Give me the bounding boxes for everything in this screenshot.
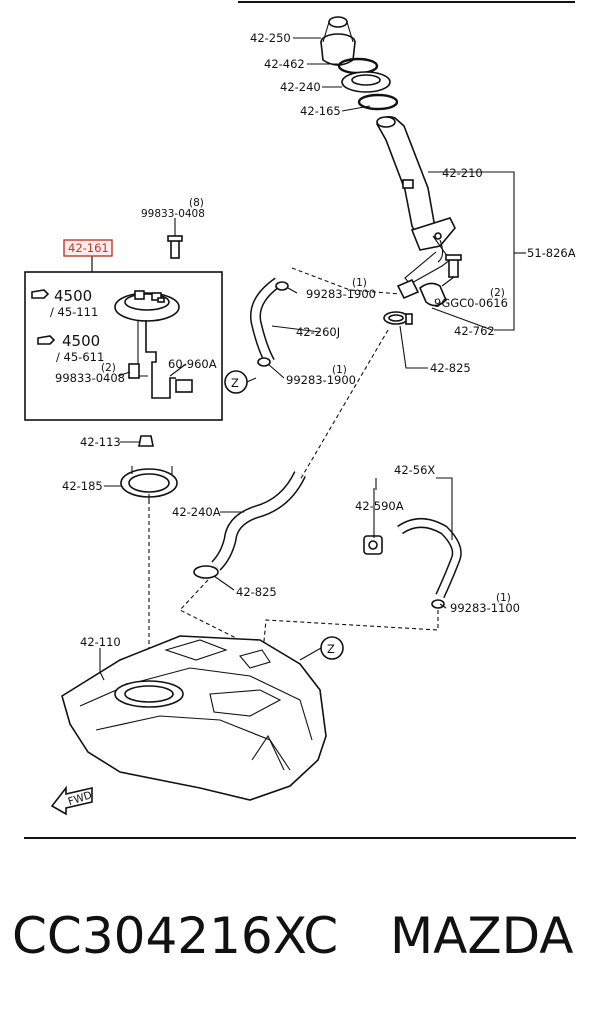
filler-pipe xyxy=(376,116,456,285)
label-42-113: 42-113 xyxy=(80,435,121,449)
filler-ring xyxy=(341,71,391,93)
label-42-762: 42-762 xyxy=(454,324,495,338)
bolt-9ggc0 xyxy=(445,254,462,278)
label-42-260j: 42-260J xyxy=(296,325,340,339)
fuel-pump-module xyxy=(114,290,193,399)
hose-42-240a xyxy=(211,471,306,571)
o-ring-top xyxy=(337,57,379,75)
label-42-240: 42-240 xyxy=(280,80,321,94)
label-42-590a: 42-590A xyxy=(355,499,404,513)
hand-pointer-icon xyxy=(37,335,56,345)
label-ref-4500-a: 4500 xyxy=(54,287,92,305)
label-42-250: 42-250 xyxy=(250,31,291,45)
label-42-462: 42-462 xyxy=(264,57,305,71)
label-99833-0408-low: 99833-0408 xyxy=(55,371,125,385)
label-ref-45-611: / 45-611 xyxy=(56,350,104,364)
hose-42-56x xyxy=(397,518,462,599)
label-51-826a: 51-826A xyxy=(527,246,576,260)
highlight-box-42-161 xyxy=(63,239,113,257)
label-qty-1-c: (1) xyxy=(496,592,511,604)
routing-vent xyxy=(261,610,439,663)
label-qty-8: (8) xyxy=(189,197,204,209)
label-99283-1100: 99283-1100 xyxy=(450,601,520,615)
label-99283-1900-b: 99283-1900 xyxy=(286,373,356,387)
label-99283-1900-a: 99283-1900 xyxy=(306,287,376,301)
label-ref-45-111: / 45-111 xyxy=(50,305,98,319)
leader-lines xyxy=(91,37,493,681)
footer-part-number: CC304216XC xyxy=(12,907,338,965)
hose-42-260j xyxy=(249,277,282,365)
clamp-99283-1900-b xyxy=(257,357,271,367)
label-42-210: 42-210 xyxy=(442,166,483,180)
clamp-99283-1100 xyxy=(431,599,445,609)
fuel-tank xyxy=(61,635,327,801)
breather-tube-end xyxy=(396,278,420,300)
bolt-upper xyxy=(167,235,183,259)
label-42-165: 42-165 xyxy=(300,104,341,118)
fwd-arrow-icon xyxy=(50,785,93,816)
clamp-42-825-b xyxy=(193,565,219,579)
pump-module-frame xyxy=(24,271,223,421)
o-ring-lower xyxy=(357,93,399,111)
label-99833-0408-top: 99833-0408 xyxy=(141,208,205,220)
label-42-56x: 42-56X xyxy=(394,463,435,477)
hand-pointer-icon xyxy=(31,289,50,299)
label-42-110: 42-110 xyxy=(80,635,121,649)
label-z-bottom: Z xyxy=(327,642,335,656)
label-ref-4500-b: 4500 xyxy=(62,332,100,350)
fuel-cap xyxy=(320,16,356,66)
routing-diagonal xyxy=(299,329,389,481)
nut-42-113 xyxy=(138,435,154,447)
label-qty-1-b: (1) xyxy=(332,364,347,376)
clamp-99283-1900-a xyxy=(275,281,289,291)
hose-clamp-upper xyxy=(383,311,413,325)
label-42-825-a: 42-825 xyxy=(430,361,471,375)
label-qty-2-a: (2) xyxy=(490,287,505,299)
pipe-sleeve-42-762 xyxy=(419,282,447,307)
bracket-51-826a xyxy=(484,171,515,331)
label-60-960a: 60-960A xyxy=(168,357,217,371)
label-42-185: 42-185 xyxy=(62,479,103,493)
label-qty-1-a: (1) xyxy=(352,277,367,289)
label-42-825-b: 42-825 xyxy=(236,585,277,599)
label-qty-2-b: (2) xyxy=(101,362,116,374)
bolt-lower xyxy=(128,363,140,379)
label-9ggc0-0616: 9GGC0-0616 xyxy=(434,296,508,310)
label-z-top: Z xyxy=(231,376,239,390)
gasket-42-185 xyxy=(120,466,178,504)
label-42-161: 42-161 xyxy=(68,241,109,255)
label-42-240a: 42-240A xyxy=(172,505,221,519)
valve-42-590a xyxy=(363,535,383,555)
footer-brand: MAZDA xyxy=(390,907,573,965)
